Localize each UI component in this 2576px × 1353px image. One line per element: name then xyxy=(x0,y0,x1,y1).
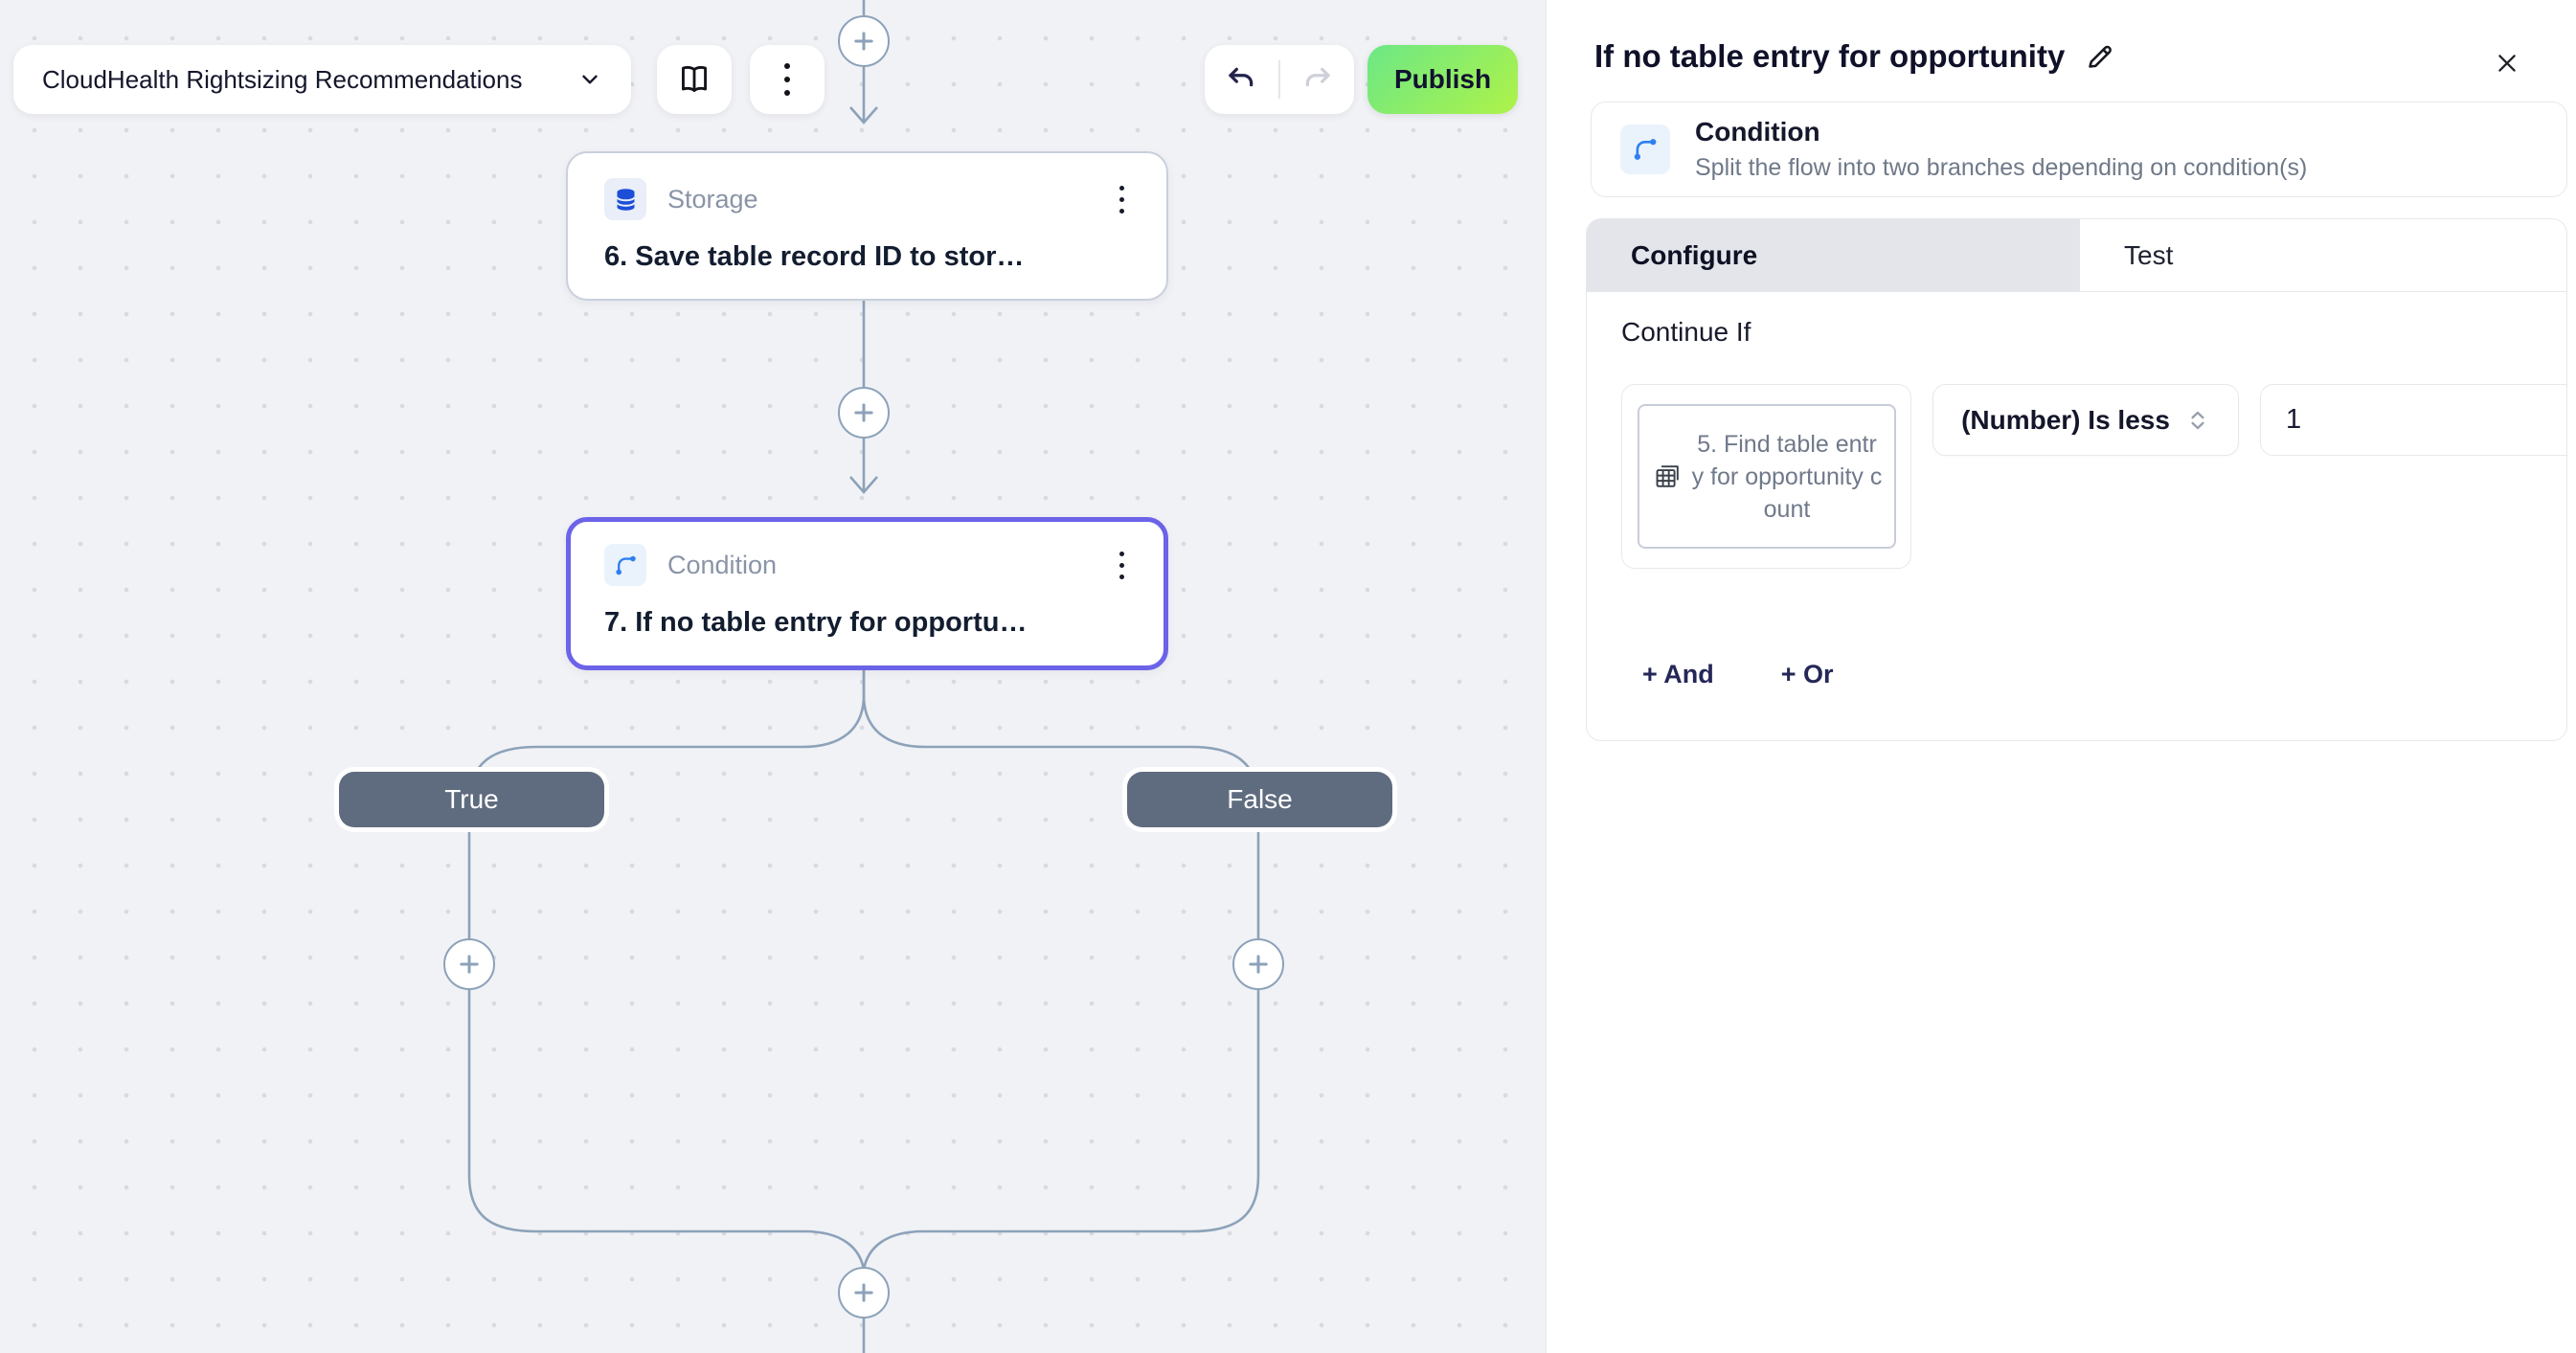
node-storage[interactable]: Storage 6. Save table record ID to stor… xyxy=(566,151,1168,301)
plus-icon xyxy=(850,1279,877,1306)
node-title: 7. If no table entry for opportu… xyxy=(604,607,1028,638)
undo-arrow-icon xyxy=(1226,63,1258,96)
step-type-name: Condition xyxy=(1695,117,1820,147)
node-type-label: Storage xyxy=(667,184,758,214)
publish-button[interactable]: Publish xyxy=(1367,45,1518,114)
node-title: 6. Save table record ID to stor… xyxy=(604,241,1025,272)
chevron-down-icon xyxy=(577,67,602,92)
insert-step-button-top[interactable] xyxy=(838,15,890,67)
branch-label-true: True xyxy=(339,772,604,827)
step-type-card: Condition Split the flow into two branch… xyxy=(1591,101,2567,197)
more-options-button[interactable] xyxy=(750,45,825,114)
rename-step-button[interactable] xyxy=(2084,40,2116,73)
operator-label: (Number) Is less xyxy=(1961,404,2170,435)
tab-configure-label: Configure xyxy=(1631,239,1758,270)
branch-icon xyxy=(1620,124,1670,174)
operand-chip[interactable]: 5. Find table entry for opportunity coun… xyxy=(1637,404,1896,549)
insert-step-button-false-branch[interactable] xyxy=(1232,938,1284,990)
condition-operator-dropdown[interactable]: (Number) Is less xyxy=(1932,384,2239,456)
plus-icon xyxy=(850,399,877,426)
tab-configure[interactable]: Configure xyxy=(1587,219,2080,291)
book-icon xyxy=(677,62,712,97)
condition-value-input[interactable] xyxy=(2261,385,2566,455)
flow-canvas[interactable]: CloudHealth Rightsizing Recommendations xyxy=(0,0,1546,1353)
insert-step-button-bottom[interactable] xyxy=(838,1267,890,1319)
insert-step-button-true-branch[interactable] xyxy=(443,938,495,990)
close-icon xyxy=(2494,50,2520,77)
publish-label: Publish xyxy=(1393,64,1492,94)
tab-bar: Configure Test xyxy=(1587,219,2566,292)
node-type-label: Condition xyxy=(667,550,778,579)
condition-row: 5. Find table entry for opportunity coun… xyxy=(1621,384,2566,569)
operand-label: 5. Find table entry for opportunity coun… xyxy=(1691,430,1883,523)
node-menu-button[interactable] xyxy=(1114,180,1130,219)
node-menu-button[interactable] xyxy=(1114,546,1130,585)
redo-button[interactable] xyxy=(1280,45,1354,114)
tab-test-label: Test xyxy=(2124,239,2174,270)
divider xyxy=(1278,60,1280,99)
condition-add-row: + And + Or xyxy=(1642,660,1834,689)
configure-card: Configure Test Continue If xyxy=(1586,218,2567,741)
step-config-panel: If no table entry for opportunity xyxy=(1546,0,2576,1353)
plus-icon xyxy=(456,951,483,978)
library-button[interactable] xyxy=(657,45,732,114)
redo-arrow-icon xyxy=(1300,63,1333,96)
table-stack-icon xyxy=(1653,462,1683,491)
condition-value-field xyxy=(2260,384,2566,456)
condition-operand-field[interactable]: 5. Find table entry for opportunity coun… xyxy=(1621,384,1911,569)
chevron-up-down-icon xyxy=(2185,408,2210,433)
plus-icon xyxy=(850,28,877,55)
flow-selector[interactable]: CloudHealth Rightsizing Recommendations xyxy=(13,45,631,114)
continue-if-label: Continue If xyxy=(1621,317,1751,347)
panel-title: If no table entry for opportunity xyxy=(1594,38,2066,74)
insert-step-button-middle[interactable] xyxy=(838,387,890,439)
pencil-icon xyxy=(2084,40,2116,73)
node-condition[interactable]: Condition 7. If no table entry for oppor… xyxy=(566,517,1168,670)
kebab-icon xyxy=(784,63,790,96)
add-and-button[interactable]: + And xyxy=(1642,660,1714,688)
add-or-button[interactable]: + Or xyxy=(1780,660,1834,688)
branch-icon xyxy=(604,544,646,586)
step-type-text: Condition Split the flow into two branch… xyxy=(1695,117,2307,182)
tab-test[interactable]: Test xyxy=(2080,219,2566,291)
flow-name: CloudHealth Rightsizing Recommendations xyxy=(42,64,523,94)
close-panel-button[interactable] xyxy=(2486,42,2528,84)
undo-redo-group xyxy=(1205,45,1354,114)
undo-button[interactable] xyxy=(1205,45,1278,114)
plus-icon xyxy=(1245,951,1272,978)
step-type-description: Split the flow into two branches dependi… xyxy=(1695,154,2308,181)
panel-header: If no table entry for opportunity xyxy=(1594,38,2538,75)
branch-label-false: False xyxy=(1127,772,1392,827)
database-icon xyxy=(604,178,646,220)
